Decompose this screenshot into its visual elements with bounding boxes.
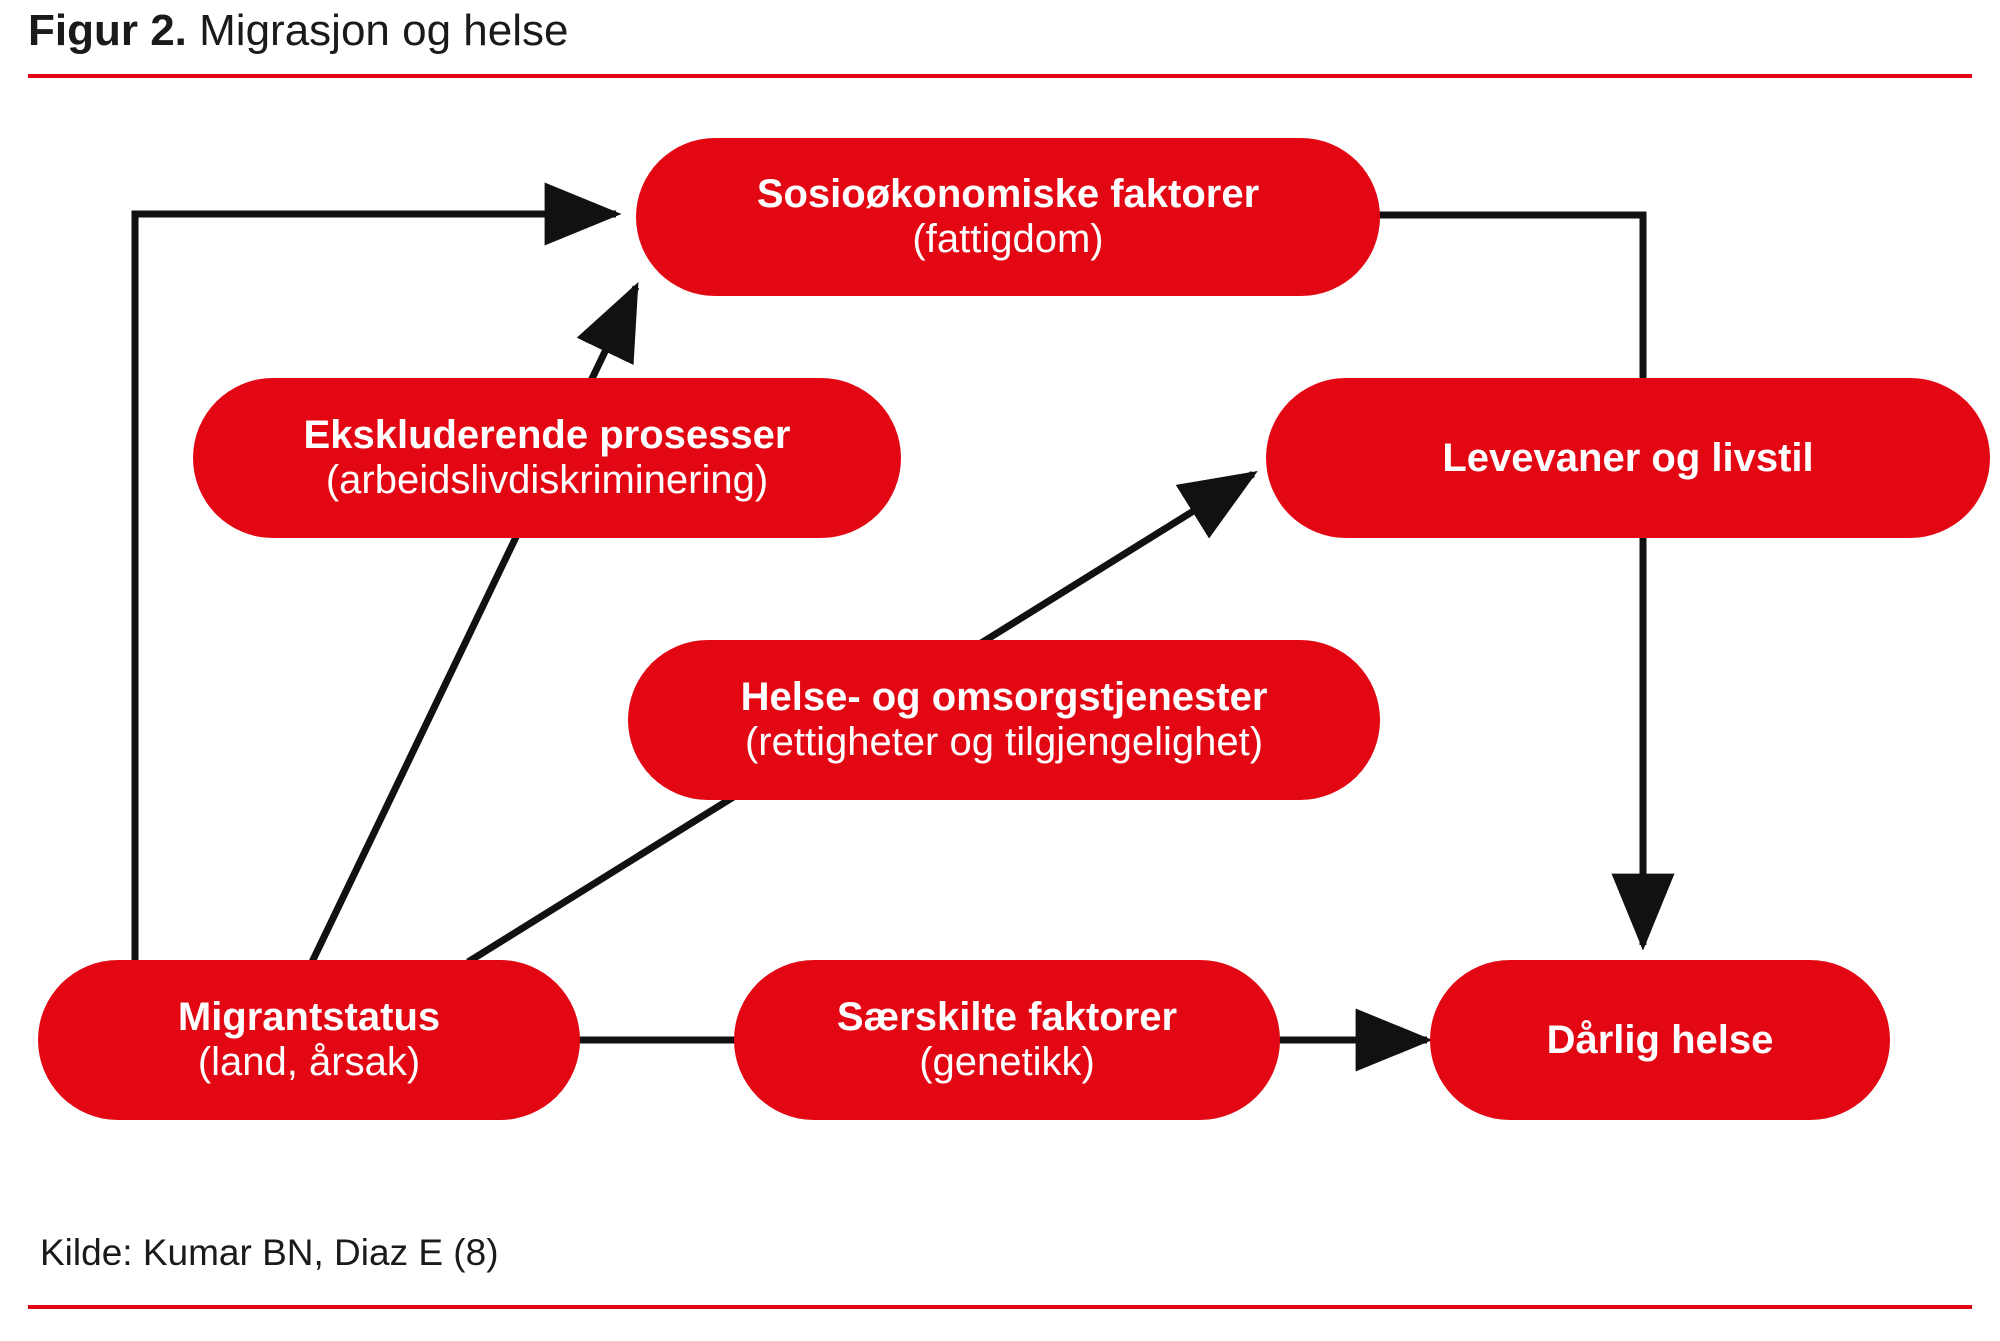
node-ekskluderende-prosesser[interactable]: Ekskluderende prosesser (arbeidslivdiskr… [193,378,901,538]
title-divider-rule [28,74,1972,78]
node-darlig-helse[interactable]: Dårlig helse [1430,960,1890,1120]
node-migrantstatus[interactable]: Migrantstatus (land, årsak) [38,960,580,1120]
node-title: Ekskluderende prosesser [303,413,791,458]
node-title: Helse- og omsorgstjenester [740,675,1268,720]
node-levevaner-og-livstil[interactable]: Levevaner og livstil [1266,378,1990,538]
node-subtitle: (rettigheter og tilgjengelighet) [744,720,1264,764]
source-note: Kilde: Kumar BN, Diaz E (8) [40,1232,499,1273]
figure-title: Figur 2. Migrasjon og helse [28,6,569,55]
node-subtitle: (arbeidslivdiskriminering) [325,458,769,502]
edge-sosiookonomiske-to-darlig-helse [1378,211,1675,951]
footer-divider-rule [28,1305,1972,1309]
node-subtitle: (genetikk) [919,1040,1095,1084]
node-subtitle: (land, årsak) [197,1040,421,1084]
node-sosiookonomiske-faktorer[interactable]: Sosioøkonomiske faktorer (fattigdom) [636,138,1380,296]
node-title: Sosioøkonomiske faktorer [756,172,1260,217]
figure-title-text: Migrasjon og helse [199,6,569,55]
node-title: Dårlig helse [1546,1017,1774,1062]
node-helse-og-omsorgstjenester[interactable]: Helse- og omsorgstjenester (rettigheter … [628,640,1380,800]
node-title: Migrantstatus [177,995,441,1040]
node-title: Levevaner og livstil [1442,435,1814,480]
node-title: Særskilte faktorer [836,995,1178,1040]
node-sarskilte-faktorer[interactable]: Særskilte faktorer (genetikk) [734,960,1280,1120]
node-subtitle: (fattigdom) [912,217,1104,261]
edge-migrantstatus-to-sosiookonomiske-elbow [131,182,622,1040]
figure-title-label: Figur 2. [28,6,187,55]
